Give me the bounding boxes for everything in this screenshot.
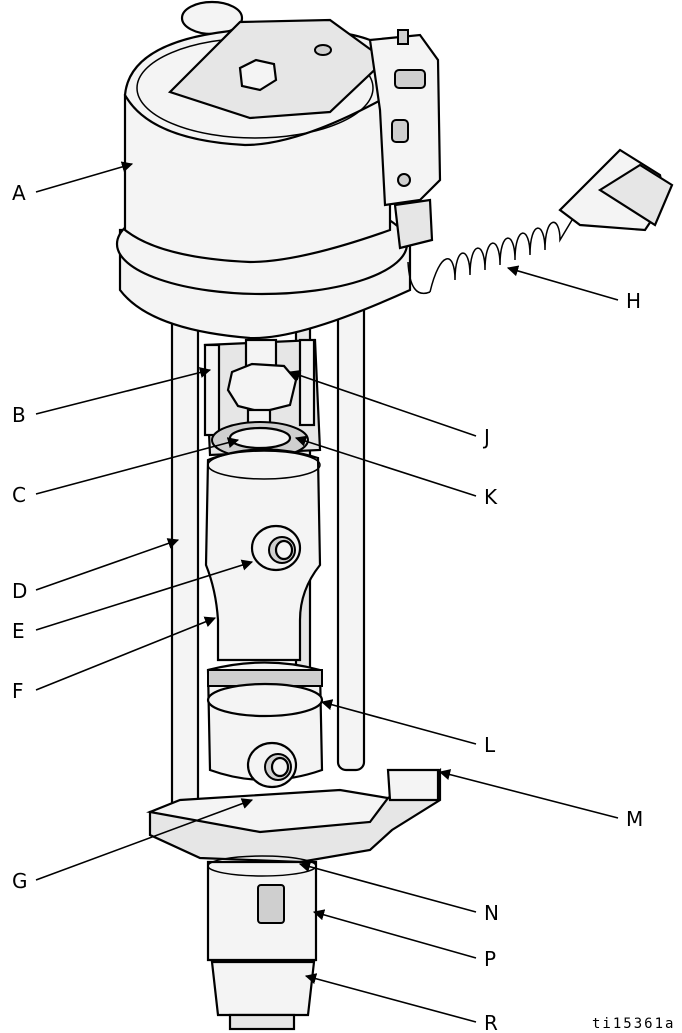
leader-d bbox=[35, 538, 180, 591]
leader-j bbox=[288, 369, 477, 437]
pump-foot bbox=[206, 855, 318, 1031]
callout-n: N bbox=[484, 901, 499, 925]
callout-l: L bbox=[484, 733, 496, 757]
coupling-assembly bbox=[203, 338, 322, 459]
leader-b bbox=[35, 367, 212, 415]
leader-h bbox=[506, 265, 619, 301]
leader-r bbox=[304, 973, 477, 1023]
pump-upper-body bbox=[204, 448, 322, 662]
callout-f: F bbox=[12, 679, 24, 703]
leader-n bbox=[298, 861, 477, 913]
leader-lines bbox=[35, 161, 619, 1023]
leader-f bbox=[35, 616, 217, 691]
callout-p: P bbox=[484, 947, 496, 971]
callout-a: A bbox=[12, 181, 26, 205]
leader-k bbox=[294, 435, 477, 497]
mounting-plate bbox=[146, 768, 442, 864]
ground-wire-clamp bbox=[407, 148, 674, 295]
callout-labels: A B C D E F G H J K L M N P R bbox=[12, 181, 643, 1033]
callout-g: G bbox=[12, 869, 28, 893]
leader-l bbox=[320, 699, 477, 745]
pump-lower-body bbox=[206, 661, 324, 789]
callout-h: H bbox=[626, 289, 641, 313]
callout-c: C bbox=[12, 483, 26, 507]
callout-d: D bbox=[12, 579, 27, 603]
callout-e: E bbox=[12, 619, 25, 643]
leader-a bbox=[35, 161, 134, 193]
callout-j: J bbox=[482, 425, 490, 449]
leader-g bbox=[35, 798, 254, 881]
air-motor bbox=[115, 0, 442, 340]
leader-m bbox=[438, 769, 619, 819]
callout-r: R bbox=[484, 1011, 498, 1033]
callout-m: M bbox=[626, 807, 643, 831]
callout-b: B bbox=[12, 403, 26, 427]
leader-c bbox=[35, 437, 240, 495]
callout-k: K bbox=[484, 485, 498, 509]
leader-p bbox=[312, 909, 477, 959]
leader-e bbox=[35, 559, 254, 631]
figure-id: ti15361a bbox=[592, 1016, 675, 1032]
